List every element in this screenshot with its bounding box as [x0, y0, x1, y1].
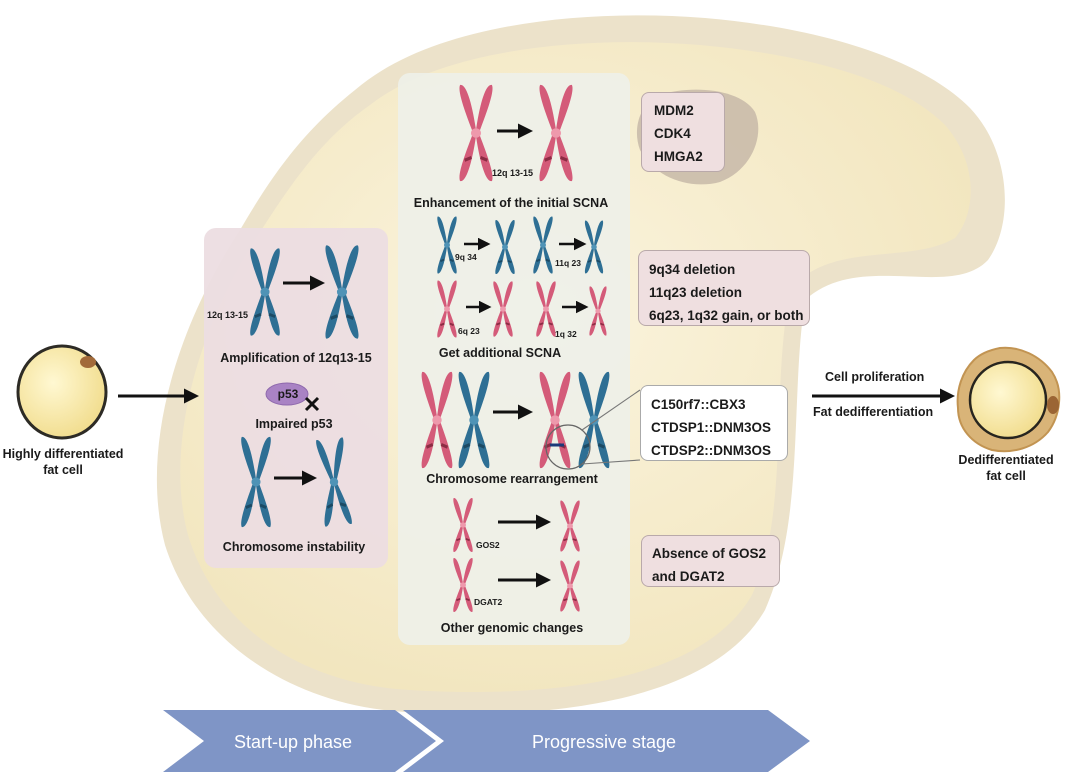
- fusion-1: C150rf7::CBX3: [651, 397, 746, 412]
- absence-line2: and DGAT2: [652, 569, 725, 584]
- rearrangement-zoom-circle: [545, 424, 591, 470]
- scna-band-6q23: 6q 23: [458, 326, 480, 336]
- dedifferentiated-fat-cell: [956, 346, 1061, 453]
- highly-differentiated-fat-cell: [16, 344, 108, 440]
- scna-details-box: 9q34 deletion 11q23 deletion 6q23, 1q32 …: [638, 250, 810, 326]
- fusion-2: CTDSP1::DNM3OS: [651, 420, 772, 435]
- right-cell-label-line2: fat cell: [986, 469, 1026, 483]
- scna-band-11q23: 11q 23: [555, 258, 581, 268]
- gene-cdk4: CDK4: [654, 126, 691, 141]
- progressive-stage-label: Progressive stage: [532, 732, 676, 752]
- rearrangement-caption: Chromosome rearrangement: [426, 472, 598, 486]
- enhancement-band-label: 12q 13-15: [492, 168, 533, 178]
- scna-band-1q32: 1q 32: [555, 329, 577, 339]
- impaired-x-icon: [304, 396, 320, 412]
- scna-gain: 6q23, 1q32 gain, or both: [649, 308, 804, 323]
- left-cell-label-line2: fat cell: [43, 463, 83, 477]
- cell-proliferation-label: Cell proliferation: [825, 370, 924, 384]
- scna-11q23: 11q23 deletion: [649, 285, 743, 300]
- p53-label: p53: [278, 387, 299, 401]
- gene-hmga2: HMGA2: [654, 149, 703, 164]
- startup-phase-label: Start-up phase: [234, 732, 352, 752]
- zoom-callout-line-bottom: [581, 459, 641, 465]
- zoom-callout-line-top: [581, 389, 641, 431]
- gene-mdm2: MDM2: [654, 103, 694, 118]
- startup-band-label: 12q 13-15: [207, 310, 248, 320]
- additional-scna-caption: Get additional SCNA: [439, 346, 561, 360]
- enhancement-caption: Enhancement of the initial SCNA: [414, 196, 608, 210]
- startup-phase-arrow: [163, 710, 436, 772]
- gene-amplification-box: MDM2 CDK4 HMGA2: [641, 92, 725, 172]
- progressive-stage-arrow: [403, 710, 810, 772]
- impaired-p53-caption: Impaired p53: [255, 417, 332, 431]
- fusion-3: CTDSP2::DNM3OS: [651, 443, 772, 458]
- gene-fusion-box: C150rf7::CBX3 CTDSP1::DNM3OS CTDSP2::DNM…: [640, 385, 788, 461]
- scna-9q34: 9q34 deletion: [649, 262, 736, 277]
- fat-dedifferentiation-label: Fat dedifferentiation: [813, 405, 933, 419]
- right-cell-label-line1: Dedifferentiated: [958, 453, 1053, 467]
- left-cell-label-line1: Highly differentiated: [3, 447, 124, 461]
- instability-caption: Chromosome instability: [223, 540, 365, 554]
- p53-protein-icon: [265, 382, 309, 406]
- amplification-caption: Amplification of 12q13-15: [220, 351, 371, 365]
- scna-band-9q34: 9q 34: [455, 252, 477, 262]
- absence-line1: Absence of GOS2: [652, 546, 767, 561]
- other-changes-caption: Other genomic changes: [441, 621, 583, 635]
- absence-box: Absence of GOS2 and DGAT2: [641, 535, 780, 587]
- gos2-band-label: GOS2: [476, 540, 500, 550]
- dgat2-band-label: DGAT2: [474, 597, 502, 607]
